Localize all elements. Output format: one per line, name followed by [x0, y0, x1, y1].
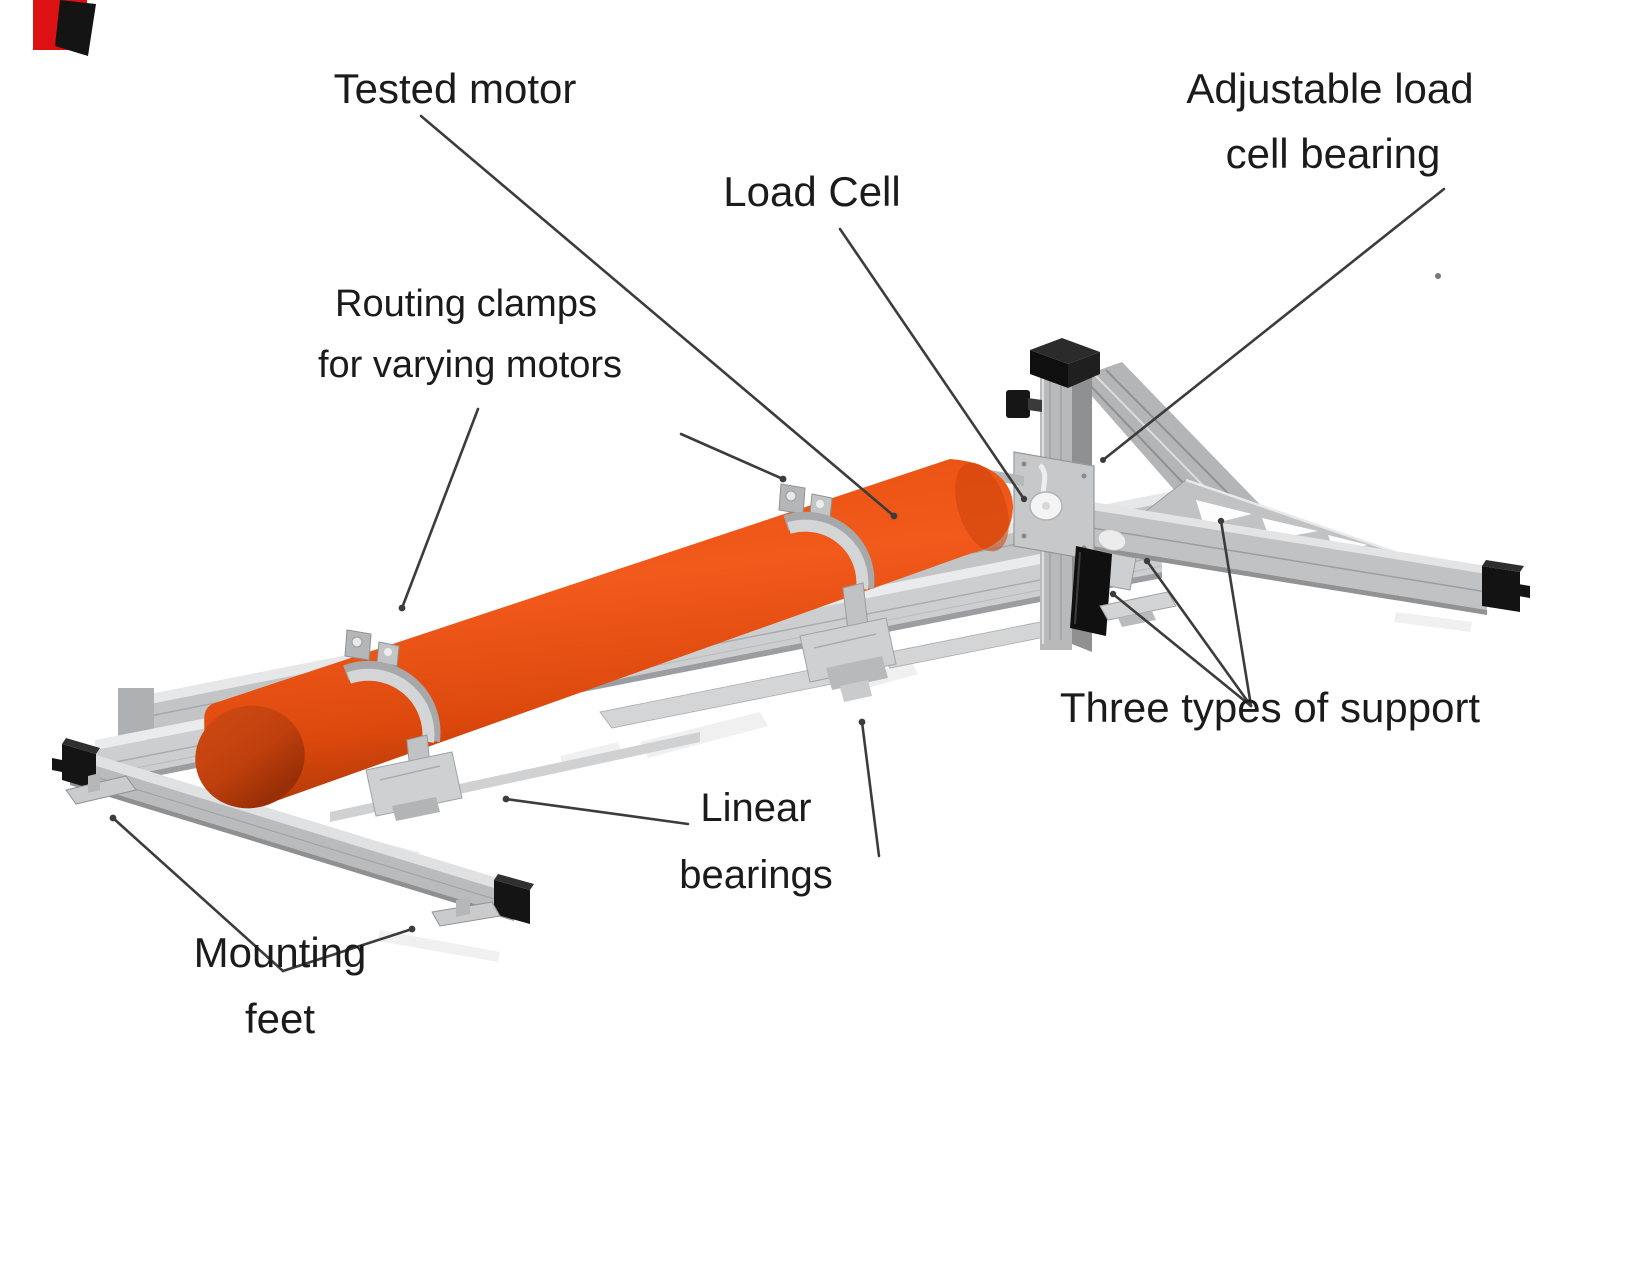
bearing-roller	[1097, 529, 1127, 551]
leader-support-2	[1145, 559, 1253, 708]
beam-end-cap-right	[1482, 566, 1520, 612]
leader-tested-motor	[419, 114, 896, 518]
leader-support-2-tip	[1143, 557, 1151, 565]
labels: Tested motor Load Cell Adjustable load c…	[194, 65, 1481, 1042]
leader-mounting-feet-left	[111, 816, 285, 973]
leader-tested-motor-tip	[890, 512, 898, 520]
beam-end-cap-right-nub	[1518, 584, 1530, 598]
leader-linear-left-tip	[502, 795, 510, 803]
label-tested-motor: Tested motor	[334, 65, 577, 112]
routing-clamp-rear	[778, 483, 897, 702]
load-cell-bearing-center	[1042, 502, 1050, 510]
beam-end-cap-left-top	[62, 738, 100, 754]
leader-mounting-feet-right	[281, 927, 414, 973]
mounting-foot-bracket-right	[431, 897, 501, 927]
leader-routing-clamps-front	[400, 407, 480, 610]
leader-lines	[109, 114, 1446, 973]
rail-carriage-rear-base	[826, 656, 888, 690]
label-routing-clamps-line2: for varying motors	[318, 344, 622, 386]
label-mounting-feet-line1: Mounting	[194, 929, 367, 976]
motor-shaft	[990, 470, 1024, 486]
leader-support-3-tip	[1217, 517, 1225, 525]
leader-support-1-tip	[1109, 590, 1117, 598]
beam-end-cap-left	[62, 744, 96, 790]
leader-routing-rear-tip	[779, 475, 787, 483]
rail-carriage-rear-tab	[840, 680, 872, 702]
label-load-cell: Load Cell	[723, 168, 900, 215]
leader-routing-front-tip	[398, 604, 406, 612]
leader-support-3	[1219, 519, 1253, 708]
post-knob	[1006, 390, 1030, 418]
post-top-cap	[1030, 338, 1100, 364]
label-linear-bearings-line2: bearings	[679, 853, 832, 897]
leader-support-1	[1111, 592, 1253, 708]
support-beam-right	[1091, 502, 1530, 615]
leader-linear-up-tip	[858, 718, 866, 726]
leader-linear-bearings-left	[504, 797, 690, 826]
label-routing-clamps-line1: Routing clamps	[335, 283, 597, 325]
label-adjustable-load-line1: Adjustable load	[1186, 65, 1473, 112]
routing-clamp-front	[343, 629, 463, 821]
cross-beam-front	[52, 738, 534, 927]
leader-mounting-right-tip	[408, 925, 416, 933]
corner-mark	[33, 0, 96, 56]
post-knob-mount	[1028, 398, 1042, 412]
tested-motor-cylinder	[195, 459, 1024, 809]
motor-end-cap	[195, 705, 305, 809]
linear-bearing-block	[1070, 546, 1177, 636]
post-top-cap-front	[1030, 350, 1068, 388]
leader-load-cell-tip	[1020, 495, 1028, 503]
beam-end-cap-front-right	[494, 880, 530, 924]
rail-carriage-front-base	[392, 797, 440, 821]
motor-right-end	[955, 462, 1009, 552]
beam-end-cap-right-top	[1482, 560, 1524, 572]
label-mounting-feet-line2: feet	[245, 995, 315, 1042]
beam-end-cap-left-nub	[52, 758, 62, 772]
label-three-types-of-support: Three types of support	[1060, 684, 1481, 731]
speck-artifact	[1435, 273, 1441, 279]
leader-load-cell	[838, 227, 1026, 501]
corner-mark-black	[55, 0, 96, 56]
rail-carriage-right-base	[1118, 611, 1156, 627]
leader-mounting-left-tip	[109, 814, 117, 822]
leader-adjustable-tip	[1100, 457, 1106, 463]
beam-end-cap-front-right-top	[494, 874, 534, 890]
leader-routing-clamps-rear	[679, 432, 785, 481]
mounting-foot-bracket-left	[65, 773, 137, 805]
rail-carriage-front	[365, 751, 463, 817]
leader-adjustable-load-cell-bearing	[1101, 187, 1446, 462]
rail-carriage-right	[1099, 591, 1177, 621]
leader-linear-bearings-up	[860, 720, 881, 858]
post-top-cap-side	[1068, 352, 1100, 388]
label-adjustable-load-line2: cell bearing	[1226, 130, 1441, 177]
label-linear-bearings-line1: Linear	[700, 786, 811, 830]
